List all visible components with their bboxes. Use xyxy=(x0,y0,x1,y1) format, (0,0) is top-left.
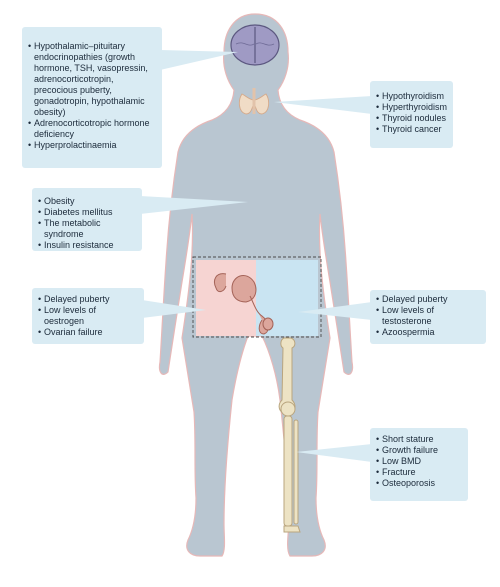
callout-item: Hypothyroidism xyxy=(376,91,447,102)
callout-item: Low levels of oestrogen xyxy=(38,305,138,327)
callout-item: Osteoporosis xyxy=(376,478,462,489)
callout-hypothalamic: Hypothalamic–pituitary endocrinopathies … xyxy=(22,27,162,168)
callout-item: Thyroid cancer xyxy=(376,124,447,135)
callout-item: Delayed puberty xyxy=(376,294,480,305)
callout-item: Low BMD xyxy=(376,456,462,467)
pointer-male xyxy=(298,302,372,320)
callout-item: The metabolic syndrome xyxy=(38,218,136,240)
callout-metabolic: Obesity Diabetes mellitus The metabolic … xyxy=(32,188,142,251)
callout-item: Hyperprolactinaemia xyxy=(28,140,156,151)
pointer-thyroid xyxy=(274,96,372,114)
uterus-icon xyxy=(213,273,274,335)
callout-item: Fracture xyxy=(376,467,462,478)
callout-thyroid: Hypothyroidism Hyperthyroidism Thyroid n… xyxy=(370,81,453,148)
pointer-female xyxy=(142,300,206,318)
thyroid-icon xyxy=(238,88,270,115)
callout-item: Obesity xyxy=(38,196,136,207)
callout-female: Delayed puberty Low levels of oestrogen … xyxy=(32,288,144,344)
callout-item: Delayed puberty xyxy=(38,294,138,305)
pointer-bone xyxy=(296,444,372,462)
pelvic-region-frame xyxy=(192,256,322,338)
callout-item: Hypothalamic–pituitary endocrinopathies … xyxy=(28,41,156,118)
brain-icon xyxy=(230,24,280,66)
callout-pointers xyxy=(140,50,372,462)
callout-item: Growth failure xyxy=(376,445,462,456)
callout-item: Short stature xyxy=(376,434,462,445)
callout-item: Ovarian failure xyxy=(38,327,138,338)
callout-item: Insulin resistance xyxy=(38,240,136,251)
callout-item: Low levels of testosterone xyxy=(376,305,480,327)
callout-male: Delayed puberty Low levels of testostero… xyxy=(370,290,486,344)
bone-leg-icon xyxy=(278,337,301,533)
callout-bone: Short stature Growth failure Low BMD Fra… xyxy=(370,428,468,501)
callout-item: Hyperthyroidism xyxy=(376,102,447,113)
callout-item: Adrenocorticotropic hormone deficiency xyxy=(28,118,156,140)
pointer-hypothalamic xyxy=(160,50,238,70)
callout-item: Thyroid nodules xyxy=(376,113,447,124)
callout-item: Azoospermia xyxy=(376,327,480,338)
callout-item: Diabetes mellitus xyxy=(38,207,136,218)
pointer-metabolic xyxy=(140,196,248,214)
